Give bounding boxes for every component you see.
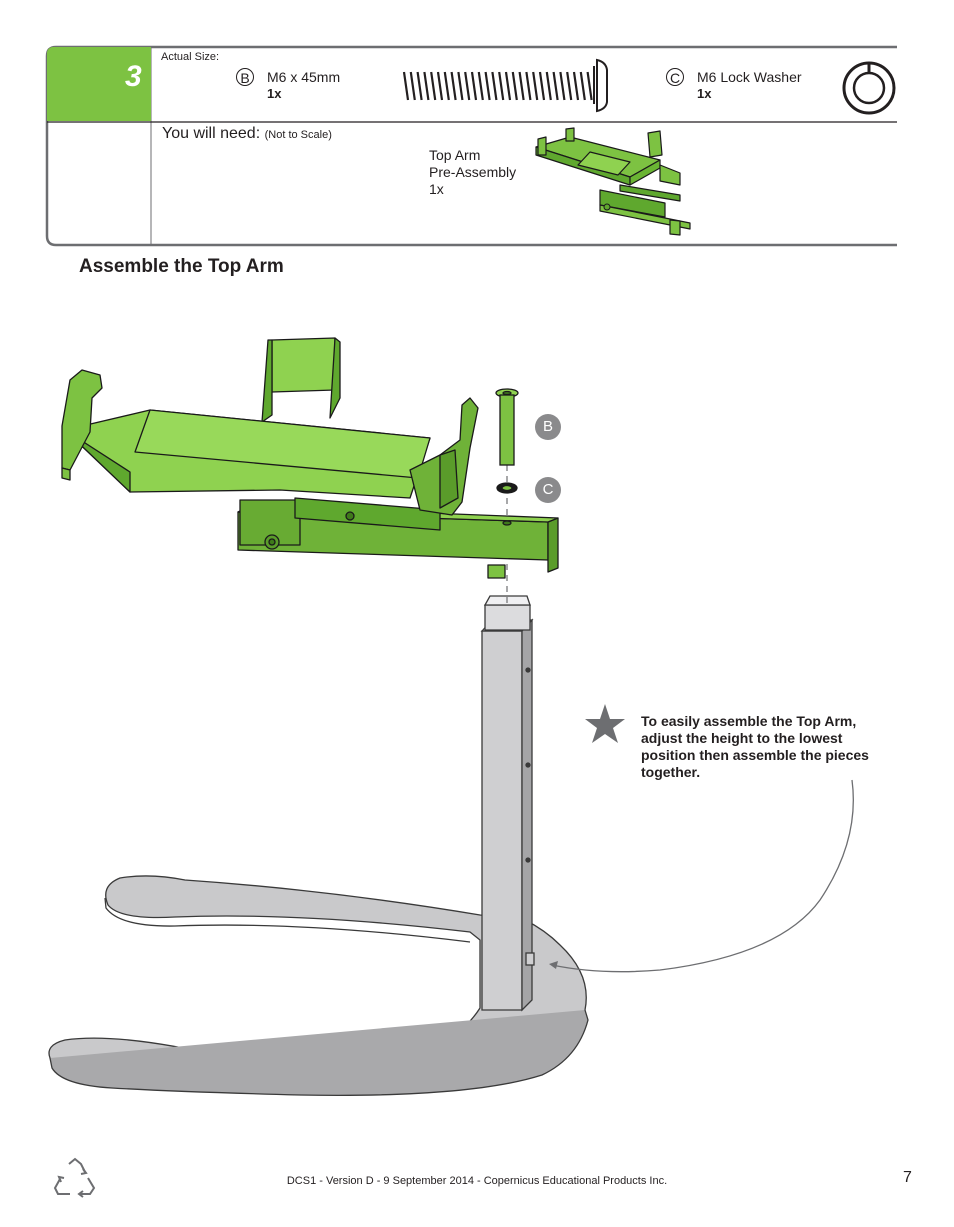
assembly-illustration: [48, 337, 854, 1096]
recycle-icon: [53, 1157, 96, 1198]
lock-washer-icon: [842, 61, 896, 115]
screw-icon: [402, 58, 608, 113]
part-c-name: M6 Lock Washer: [697, 69, 802, 85]
part-c-letter: C: [666, 68, 684, 86]
assembly-item-line2: Pre-Assembly: [429, 164, 517, 180]
actual-size-label: Actual Size:: [161, 51, 220, 63]
assembly-item-qty: 1x: [429, 181, 444, 197]
top-arm-thumbnail-icon: [535, 127, 691, 236]
step-box-frame: [45, 45, 897, 247]
footer-text: DCS1 - Version D - 9 September 2014 - Co…: [286, 1175, 668, 1187]
bolt-icon: [495, 388, 519, 526]
part-b-qty: 1x: [267, 86, 282, 101]
part-b-letter: B: [236, 68, 254, 86]
callout-b: B: [535, 414, 561, 440]
page-number: 7: [903, 1169, 912, 1186]
section-title: Assemble the Top Arm: [79, 256, 284, 277]
top-arm-icon: [61, 337, 559, 579]
tip-text: To easily assemble the Top Arm, adjust t…: [641, 713, 869, 780]
step-number-cell: [47, 47, 151, 121]
you-will-need-label: You will need: (Not to Scale): [162, 125, 332, 143]
you-will-need-text: You will need:: [162, 125, 261, 142]
star-icon: [585, 704, 625, 743]
assembly-item-line1: Top Arm: [429, 147, 481, 163]
not-to-scale-note: (Not to Scale): [264, 129, 332, 141]
part-b-name: M6 x 45mm: [267, 69, 341, 85]
assembly-item-label: Top Arm Pre-Assembly 1x: [429, 147, 516, 198]
step-number: 3: [125, 60, 142, 93]
pole-icon: [480, 595, 535, 1012]
callout-c: C: [535, 477, 561, 503]
part-c-qty: 1x: [697, 86, 712, 101]
